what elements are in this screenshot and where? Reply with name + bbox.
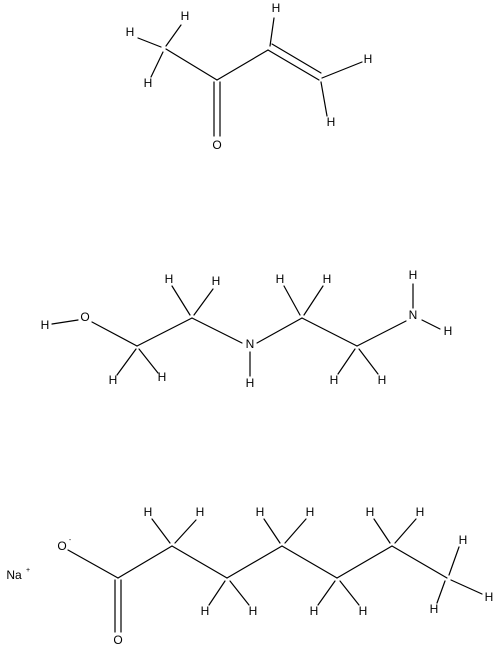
bond-c-c [226,545,283,579]
atom-h: H [196,505,205,519]
bonds [137,17,363,137]
bond-c-c [391,545,448,579]
bond-h-c [138,348,159,374]
bond-h-c [171,285,191,316]
atom-h: H [327,115,336,129]
atom-h: H [249,604,258,618]
bond-h-c [339,580,360,606]
bond-h-c [358,348,379,375]
bond-h-c [436,580,446,604]
bond-h-c [320,81,328,117]
molecule-methyl-vinyl-ketone: H H H O H H H [126,1,373,152]
atom-h: H [459,533,468,547]
atom-n: N [246,337,255,351]
atom-h: H [364,52,373,66]
charge-minus: - [69,537,72,544]
atom-h: H [330,373,339,387]
bond-c-c [171,545,228,579]
bond-h-c [373,518,391,544]
atom-h: H [310,604,319,618]
bond-c-n [191,317,243,344]
bond-h-c [150,51,164,78]
atom-h: H [359,604,368,618]
atoms: H O H H H H N H H H H H N H H [41,268,453,390]
bond-h-c [229,580,250,606]
atom-o: O [113,633,122,647]
bond-h-c [303,285,324,316]
charge-plus: + [26,567,30,574]
bond-c-c [136,317,193,347]
atom-h: H [378,373,387,387]
atom-h: H [165,272,174,286]
atom-n: N [409,308,418,322]
bond-h-c [321,61,363,79]
atom-h: H [181,9,190,23]
molecule-aminoethylethanolamine: H O H H H H N H H H H H N H H [41,268,453,390]
bonds [51,283,441,377]
bond-h-c [337,348,356,375]
bond-c-c [165,48,218,81]
bond-n-h [421,319,441,330]
atom-o: O [212,138,221,152]
atom-o-minus: O [57,539,66,553]
molecule-sodium-heptanoate: O - Na + O H H H H H H H H H H H H H [6,505,493,647]
atoms: O - Na + O H H H H H H H H H H H H H [6,505,493,647]
bond-o-c [67,549,119,579]
bond-h-c [137,37,162,48]
bond-c-c [336,545,393,579]
atom-h: H [276,272,285,286]
bond-h-c [450,579,483,595]
bond-h-c [116,348,137,376]
atom-h: H [485,590,494,604]
bond-o-c [91,321,138,347]
bond-h-c [151,518,171,544]
bond-c-c-double [271,43,322,74]
bond-h-c [193,288,214,316]
atom-h: H [158,370,167,384]
atom-h: H [201,604,210,618]
bond-h-c [317,580,336,606]
atom-h: H [323,272,332,286]
atom-h: H [256,505,265,519]
atom-h: H [126,25,135,39]
bond-c-c-double [267,49,320,81]
atom-h: H [246,376,255,390]
atoms: H H H O H H H [126,1,373,152]
atom-h: H [416,505,425,519]
bond-h-o [51,319,79,325]
atom-h: H [444,324,453,338]
bonds [67,518,483,633]
bond-h-c [448,546,460,576]
atom-h: H [109,373,118,387]
bond-n-c [256,317,303,344]
bond-c-c [281,545,338,579]
bond-h-c [283,285,301,316]
bond-h-c [269,17,275,47]
bond-c-c [117,545,173,579]
atom-h: H [306,505,315,519]
atom-h: H [144,76,153,90]
atom-h: H [272,1,281,15]
bond-h-c [394,518,417,544]
atom-h: H [409,268,418,282]
atom-o: O [80,310,89,324]
atom-na: Na [6,568,22,582]
bond-c-c [301,317,358,347]
bond-h-c [284,518,307,544]
atom-h: H [212,274,221,288]
bond-h-c [174,519,197,544]
bond-h-c [208,580,226,606]
atom-h: H [41,318,50,332]
atom-h: H [430,602,439,616]
atom-h: H [144,505,153,519]
bond-h-c [165,24,182,47]
bond-c-c [216,49,269,81]
bond-c-n [356,320,407,347]
atom-h: H [366,505,375,519]
bond-h-c [263,518,281,544]
